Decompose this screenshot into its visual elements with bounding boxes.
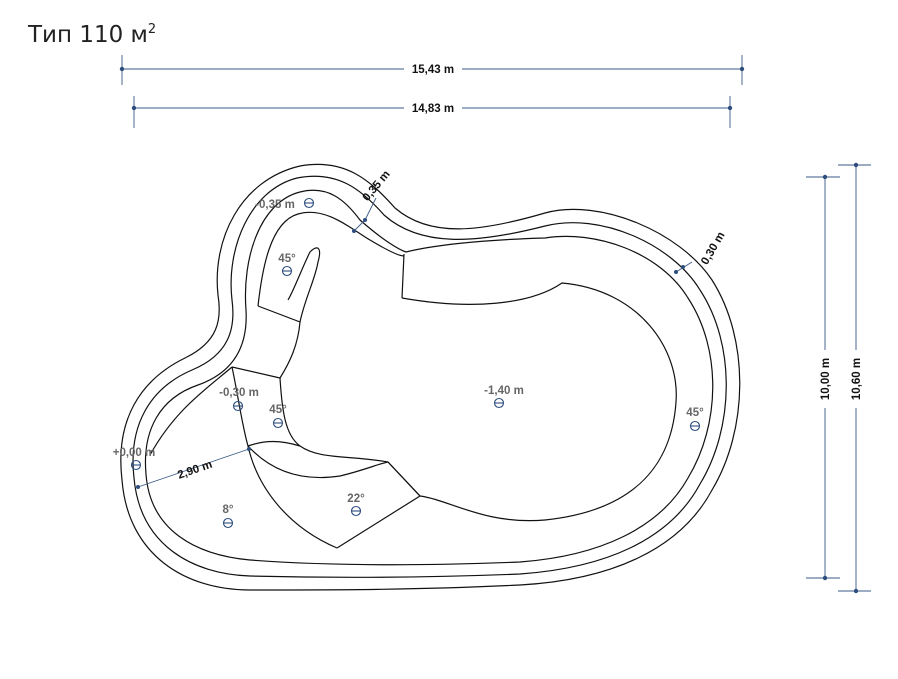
deep-zone-outline [279, 282, 677, 522]
lower-step-divider [336, 461, 421, 549]
level-entry-slope: 8° [223, 504, 234, 516]
upper-step-divider [401, 253, 405, 299]
entry-width-line [137, 448, 250, 488]
level-middle-step: -0,30 m [219, 387, 259, 399]
upper-step-curve [257, 211, 405, 307]
wall-narrow-label: 0,35 m [361, 168, 393, 203]
page-title: Тип 110 м2 [28, 22, 156, 48]
total-width-label: 10,60 m [851, 358, 863, 400]
dot [119, 66, 125, 72]
dot [739, 66, 745, 72]
title-text: Тип 110 м [28, 22, 148, 48]
entry-slope-curve [247, 445, 338, 549]
pool-edge-outline [144, 189, 714, 566]
circle-crosshair-icon [232, 400, 244, 412]
dot [136, 485, 140, 489]
level-middle-slope: 45° [269, 404, 287, 416]
level-right-slope: 45° [686, 407, 704, 419]
dot [853, 162, 859, 168]
wall-narrow-line [353, 219, 366, 232]
circle-crosshair-icon [350, 505, 362, 517]
entry-sweep-curve [149, 366, 233, 456]
dot [822, 174, 828, 180]
step-lines [149, 211, 677, 549]
circle-crosshair-icon [130, 459, 142, 471]
dot [131, 105, 137, 111]
dot [727, 105, 733, 111]
dot [363, 218, 367, 222]
circle-crosshair-icon [272, 417, 284, 429]
circle-crosshair-icon [303, 197, 315, 209]
dot [674, 270, 678, 274]
middle-step-bottom [247, 440, 301, 447]
level-top-step: -0,35 m [255, 199, 295, 211]
total-length-label: 15,43 m [412, 64, 454, 76]
dot [681, 265, 685, 269]
level-deep-center: -1,40 m [484, 385, 524, 397]
dot [352, 229, 356, 233]
inlet-curve [287, 247, 321, 323]
entry-width-label: 2,90 m [176, 459, 214, 482]
wall-narrow-leader [364, 197, 377, 221]
middle-step-left [231, 366, 249, 447]
dot [853, 588, 859, 594]
title-superscript: 2 [147, 22, 157, 37]
middle-step-top [231, 366, 281, 379]
inner-length-label: 14,83 m [412, 103, 454, 115]
lower-step-curve [247, 445, 389, 479]
dot [247, 447, 251, 451]
circle-crosshair-icon [222, 517, 234, 529]
level-top-slope: 45° [278, 253, 296, 265]
level-lower-slope: 22° [347, 493, 365, 505]
level-edge: +0,00 m [113, 447, 156, 459]
inner-wall-outline [132, 175, 727, 578]
outer-wall-outline [120, 163, 741, 591]
level-markers [130, 197, 701, 529]
circle-crosshair-icon [689, 420, 701, 432]
dimension-lines [121, 55, 871, 592]
inner-width-label: 10,00 m [820, 358, 832, 400]
circle-crosshair-icon [493, 397, 505, 409]
pool-outlines [120, 163, 741, 591]
dimension-dots [119, 66, 859, 594]
dot [822, 575, 828, 581]
wall-right-label: 0,30 m [699, 230, 727, 267]
circle-crosshair-icon [281, 265, 293, 277]
upper-to-middle-step [257, 305, 301, 379]
